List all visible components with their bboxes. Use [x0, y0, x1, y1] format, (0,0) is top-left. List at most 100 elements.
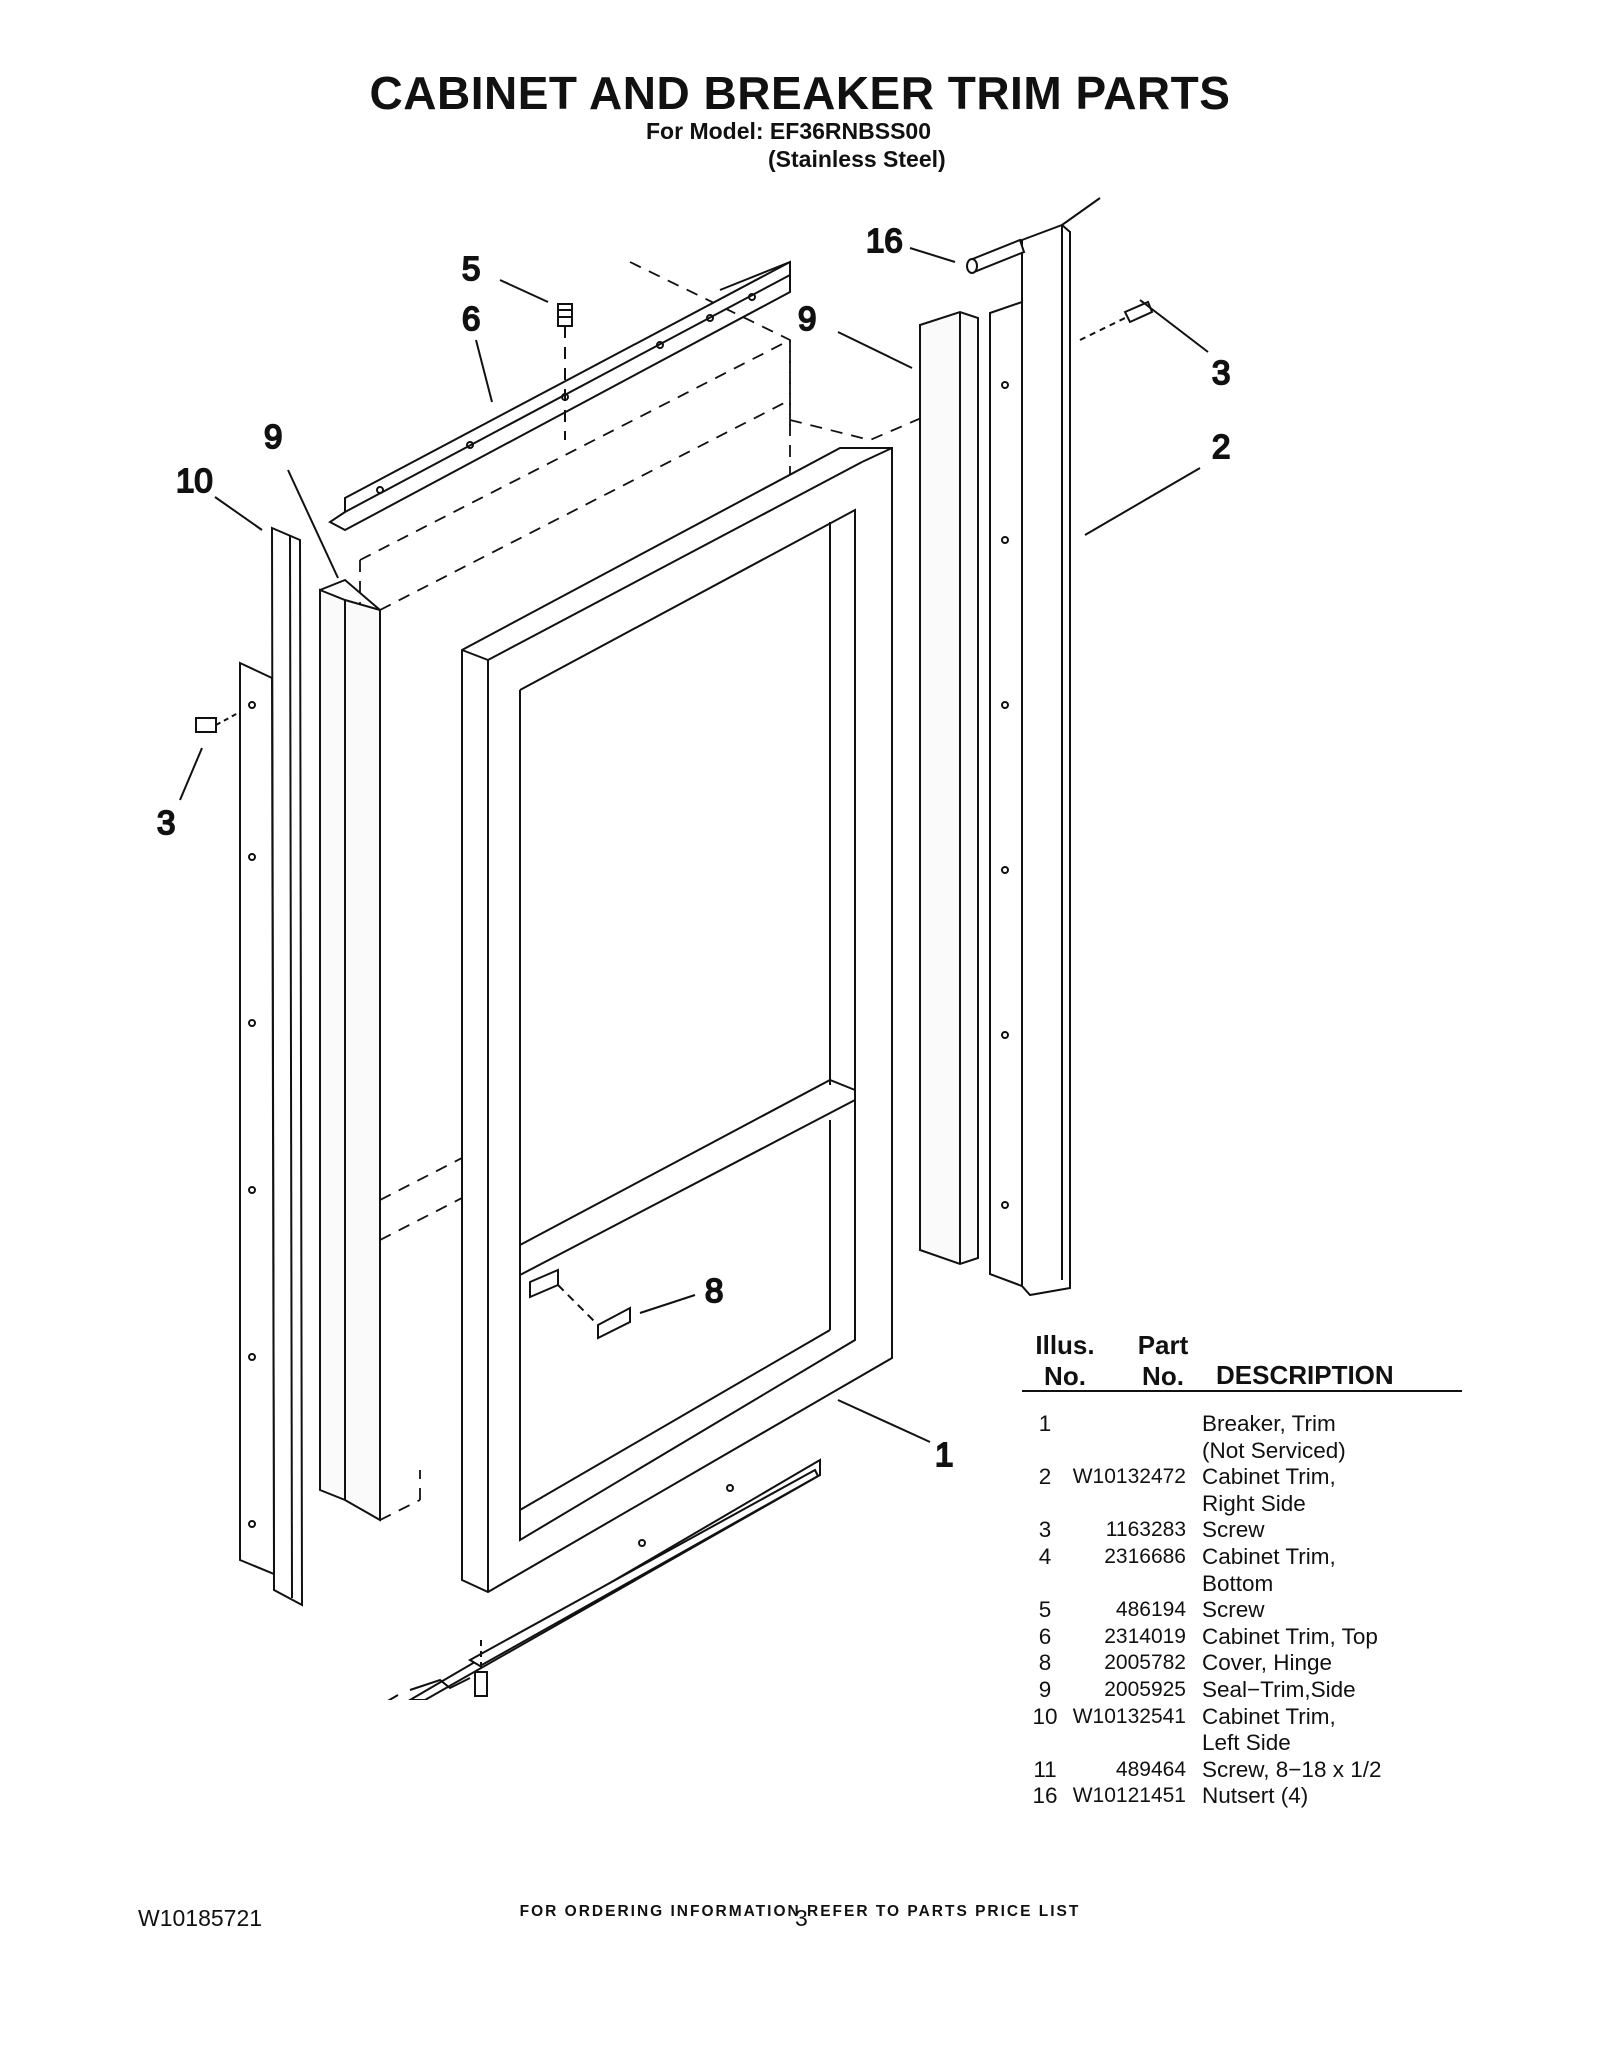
seal-trim-left [319, 578, 381, 1522]
callout-8: 8 [705, 1272, 723, 1309]
description-line: Cabinet Trim, Top [1202, 1623, 1378, 1649]
leader-4 [387, 1694, 399, 1700]
illus-number: 11 [1033, 1756, 1057, 1782]
part-number: 2314019 [1104, 1624, 1186, 1648]
header-description: DESCRIPTION [1216, 1360, 1394, 1390]
part-description: Screw [1186, 1517, 1480, 1544]
screw-5 [557, 303, 573, 440]
illus-number: 4 [1038, 1543, 1052, 1569]
model-line: For Model: EF36RNBSS00 [646, 118, 931, 144]
part-description: Seal−Trim,Side [1186, 1677, 1480, 1704]
cabinet-trim-left [239, 526, 304, 1607]
leader-3-left [179, 747, 203, 801]
leader-2 [1084, 467, 1201, 536]
ordering-note: FOR ORDERING INFORMATION REFER TO PARTS … [519, 1903, 1081, 1920]
header-part-line2: No. [1142, 1361, 1184, 1391]
leader-1 [837, 1399, 931, 1443]
callout-labels: 16 5 6 9 3 2 9 10 3 1 8 4 11 [156, 221, 1231, 1474]
callout-3-left: 3 [157, 804, 175, 841]
cabinet-trim-right [989, 197, 1101, 1297]
illus-number: 16 [1032, 1783, 1058, 1809]
header-illus-line2: No. [1044, 1361, 1086, 1391]
illus-number: 8 [1038, 1650, 1052, 1676]
cabinet-trim-bottom [408, 1458, 821, 1700]
callout-3-right: 3 [1212, 354, 1230, 391]
cabinet-trim-top [328, 260, 791, 532]
callout-1: 1 [935, 1436, 953, 1473]
leader-10 [214, 496, 263, 531]
page-number: 3 [795, 1905, 808, 1931]
callout-16: 16 [866, 222, 903, 259]
nutsert-16 [966, 238, 1026, 274]
leader-9-right [837, 331, 913, 369]
page-title: CABINET AND BREAKER TRIM PARTS [369, 67, 1231, 119]
description-line: Screw [1202, 1517, 1265, 1543]
table-row: 11 489464 Screw, 8−18 x 1/2 [1020, 1757, 1480, 1784]
part-description: Breaker, Trim(Not Serviced) [1186, 1411, 1480, 1464]
callout-2: 2 [1212, 428, 1230, 465]
illus-number: 1 [1038, 1411, 1052, 1436]
description-line: Cover, Hinge [1202, 1650, 1333, 1676]
part-description: Cabinet Trim,Left Side [1186, 1704, 1480, 1757]
part-description: Cabinet Trim,Right Side [1186, 1464, 1480, 1517]
part-description: Nutsert (4) [1186, 1783, 1480, 1810]
part-number: 489464 [1115, 1757, 1186, 1781]
part-description: Screw [1186, 1597, 1480, 1624]
illus-number: 5 [1038, 1597, 1052, 1623]
table-row: 5 486194 Screw [1020, 1597, 1480, 1624]
document-number: W10185721 [138, 1905, 263, 1931]
header-part-line1: Part [1137, 1330, 1189, 1360]
illus-number: 2 [1038, 1464, 1052, 1490]
illus-number: 3 [1038, 1517, 1052, 1543]
description-line: Breaker, Trim [1202, 1411, 1336, 1436]
part-description: Cover, Hinge [1186, 1650, 1480, 1677]
description-line: Seal−Trim,Side [1202, 1676, 1356, 1702]
table-row: 6 2314019 Cabinet Trim, Top [1020, 1624, 1480, 1651]
finish-line: (Stainless Steel) [768, 146, 946, 172]
part-number: 2005782 [1104, 1651, 1186, 1675]
leader-5 [499, 279, 549, 303]
part-number: W10132472 [1072, 1465, 1186, 1489]
seal-trim-right [919, 310, 979, 1266]
part-number: W10132541 [1072, 1704, 1186, 1728]
description-line: Screw, 8−18 x 1/2 [1202, 1756, 1382, 1782]
callout-6: 6 [462, 300, 480, 337]
illus-number: 10 [1032, 1703, 1058, 1729]
part-number [1070, 1411, 1186, 1464]
exploded-parts-diagram: 16 5 6 9 3 2 9 10 3 1 8 4 11 [156, 197, 1231, 1700]
description-line: Cabinet Trim, [1202, 1543, 1336, 1569]
callout-9-right: 9 [798, 300, 816, 337]
header-illus: Illus. No. [1020, 1330, 1110, 1392]
illus-number: 9 [1038, 1676, 1052, 1702]
illus-number: 6 [1038, 1623, 1052, 1649]
leader-3-right [1139, 299, 1209, 353]
breaker-trim [461, 447, 893, 1594]
part-number: 486194 [1115, 1598, 1186, 1622]
leader-8 [639, 1294, 696, 1314]
table-row: 8 2005782 Cover, Hinge [1020, 1650, 1480, 1677]
leader-9-left [287, 469, 339, 579]
header-part: Part No. [1118, 1330, 1208, 1392]
table-row: 9 2005925 Seal−Trim,Side [1020, 1677, 1480, 1704]
part-description: Cabinet Trim, Top [1186, 1624, 1480, 1651]
leader-arrows [179, 247, 1209, 1700]
callout-10: 10 [176, 462, 213, 499]
part-description: Cabinet Trim,Bottom [1186, 1544, 1480, 1597]
table-row: 1 Breaker, Trim(Not Serviced) [1020, 1411, 1480, 1464]
part-number: 2005925 [1104, 1677, 1186, 1701]
table-rule [1022, 1390, 1462, 1392]
part-number: W10121451 [1072, 1784, 1186, 1808]
description-line: Left Side [1202, 1730, 1291, 1756]
leader-16 [909, 247, 956, 263]
part-description: Screw, 8−18 x 1/2 [1186, 1757, 1480, 1784]
screw-3-left [195, 711, 241, 733]
description-line: Screw [1202, 1597, 1265, 1623]
screw-11 [474, 1640, 488, 1697]
description-line: Cabinet Trim, [1202, 1703, 1336, 1729]
